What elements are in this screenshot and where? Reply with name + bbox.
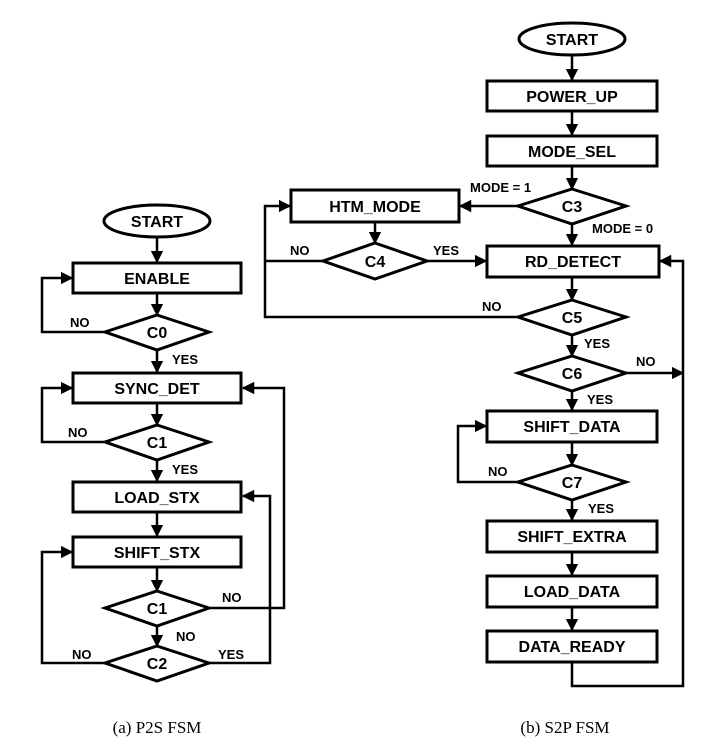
s2p-c3-decision	[513, 187, 631, 226]
p2s-c0-decision	[100, 313, 214, 352]
p2s-load-stx-state	[71, 480, 243, 514]
p2s-caption: (a) P2S FSM	[113, 718, 202, 737]
s2p-fsm: START POWER_UP MODE_SEL C3 HTM_MODE C4 R…	[263, 21, 685, 737]
s2p-start-node	[517, 21, 627, 57]
s2p-c6-no-label: NO	[636, 354, 656, 369]
p2s-c0-yes-label: YES	[172, 352, 198, 367]
p2s-enable-state	[71, 261, 243, 295]
s2p-connectors	[263, 55, 685, 688]
s2p-data-ready-label: DATA_READY	[519, 639, 626, 656]
s2p-shift-extra-state	[485, 519, 659, 554]
p2s-sync-det-state	[71, 371, 243, 405]
p2s-shift-stx-state	[71, 535, 243, 569]
p2s-start-label: START	[131, 214, 183, 231]
s2p-mode0-label: MODE = 0	[592, 221, 653, 236]
s2p-caption: (b) S2P FSM	[520, 718, 609, 737]
arrow-c2-yes-to-load	[209, 489, 272, 665]
s2p-shift-data-label: SHIFT_DATA	[523, 419, 621, 436]
p2s-start-node	[102, 203, 212, 239]
s2p-c5-label: C5	[562, 310, 583, 327]
s2p-c7-decision	[513, 463, 631, 502]
p2s-c0-label: C0	[147, 325, 168, 342]
p2s-shift-stx-label: SHIFT_STX	[114, 545, 201, 562]
s2p-c5-yes-label: YES	[584, 336, 610, 351]
s2p-c5-no-label: NO	[482, 299, 502, 314]
s2p-start-label: START	[546, 32, 598, 49]
p2s-sync-det-label: SYNC_DET	[114, 381, 200, 398]
s2p-mode-sel-label: MODE_SEL	[528, 144, 616, 161]
arrow-ready-to-rd	[570, 254, 685, 688]
s2p-c6-decision	[513, 354, 631, 393]
p2s-c2-label: C2	[147, 656, 168, 673]
p2s-c2-yes-label: YES	[218, 647, 244, 662]
p2s-c1b-label: C1	[147, 601, 168, 618]
s2p-c4-decision	[318, 241, 432, 281]
p2s-load-stx-label: LOAD_STX	[114, 490, 200, 507]
s2p-c3-label: C3	[562, 199, 583, 216]
arrow-c1b-no-to-sync	[209, 381, 286, 610]
s2p-c7-yes-label: YES	[588, 501, 614, 516]
s2p-data-ready-state	[485, 629, 659, 664]
s2p-c7-label: C7	[562, 475, 583, 492]
s2p-power-up-state	[485, 79, 659, 113]
s2p-mode1-label: MODE = 1	[470, 180, 531, 195]
s2p-htm-mode-label: HTM_MODE	[329, 199, 421, 216]
p2s-enable-label: ENABLE	[124, 271, 190, 288]
p2s-connectors	[40, 237, 286, 665]
s2p-load-data-state	[485, 574, 659, 609]
p2s-c1-no-label: NO	[68, 425, 88, 440]
arrow-c4-no-loop	[263, 199, 323, 263]
s2p-c4-yes-label: YES	[433, 243, 459, 258]
arrow-c7-no-loop	[456, 419, 518, 484]
arrow-c0-no-loop	[40, 271, 105, 334]
p2s-c1-yes-label: YES	[172, 462, 198, 477]
s2p-c4-label: C4	[365, 254, 386, 271]
p2s-c1b-decision	[100, 589, 214, 628]
arrow-c5-no-to-htm	[263, 261, 518, 319]
s2p-load-data-label: LOAD_DATA	[524, 584, 621, 601]
s2p-shift-extra-label: SHIFT_EXTRA	[517, 529, 627, 546]
p2s-c1b-no-right-label: NO	[222, 590, 242, 605]
p2s-c2-decision	[100, 644, 214, 683]
p2s-c1-label: C1	[147, 435, 168, 452]
p2s-fsm: START ENABLE C0 SYNC_DET C1 LOAD_STX SHI…	[40, 203, 286, 737]
arrow-c1-no-loop	[40, 381, 105, 444]
s2p-c6-label: C6	[562, 366, 583, 383]
s2p-c6-yes-label: YES	[587, 392, 613, 407]
s2p-rd-detect-label: RD_DETECT	[525, 254, 621, 271]
s2p-c4-no-label: NO	[290, 243, 310, 258]
s2p-c7-no-label: NO	[488, 464, 508, 479]
s2p-htm-mode-state	[289, 188, 461, 224]
s2p-mode-sel-state	[485, 134, 659, 168]
p2s-c1-decision	[100, 423, 214, 462]
p2s-c0-no-label: NO	[70, 315, 90, 330]
s2p-power-up-label: POWER_UP	[526, 89, 618, 106]
p2s-c1b-no-down-label: NO	[176, 629, 196, 644]
s2p-c5-decision	[513, 298, 631, 337]
arrow-c2-no-loop	[40, 545, 105, 665]
s2p-rd-detect-state	[485, 244, 661, 279]
s2p-shift-data-state	[485, 409, 659, 444]
p2s-c2-no-label: NO	[72, 647, 92, 662]
